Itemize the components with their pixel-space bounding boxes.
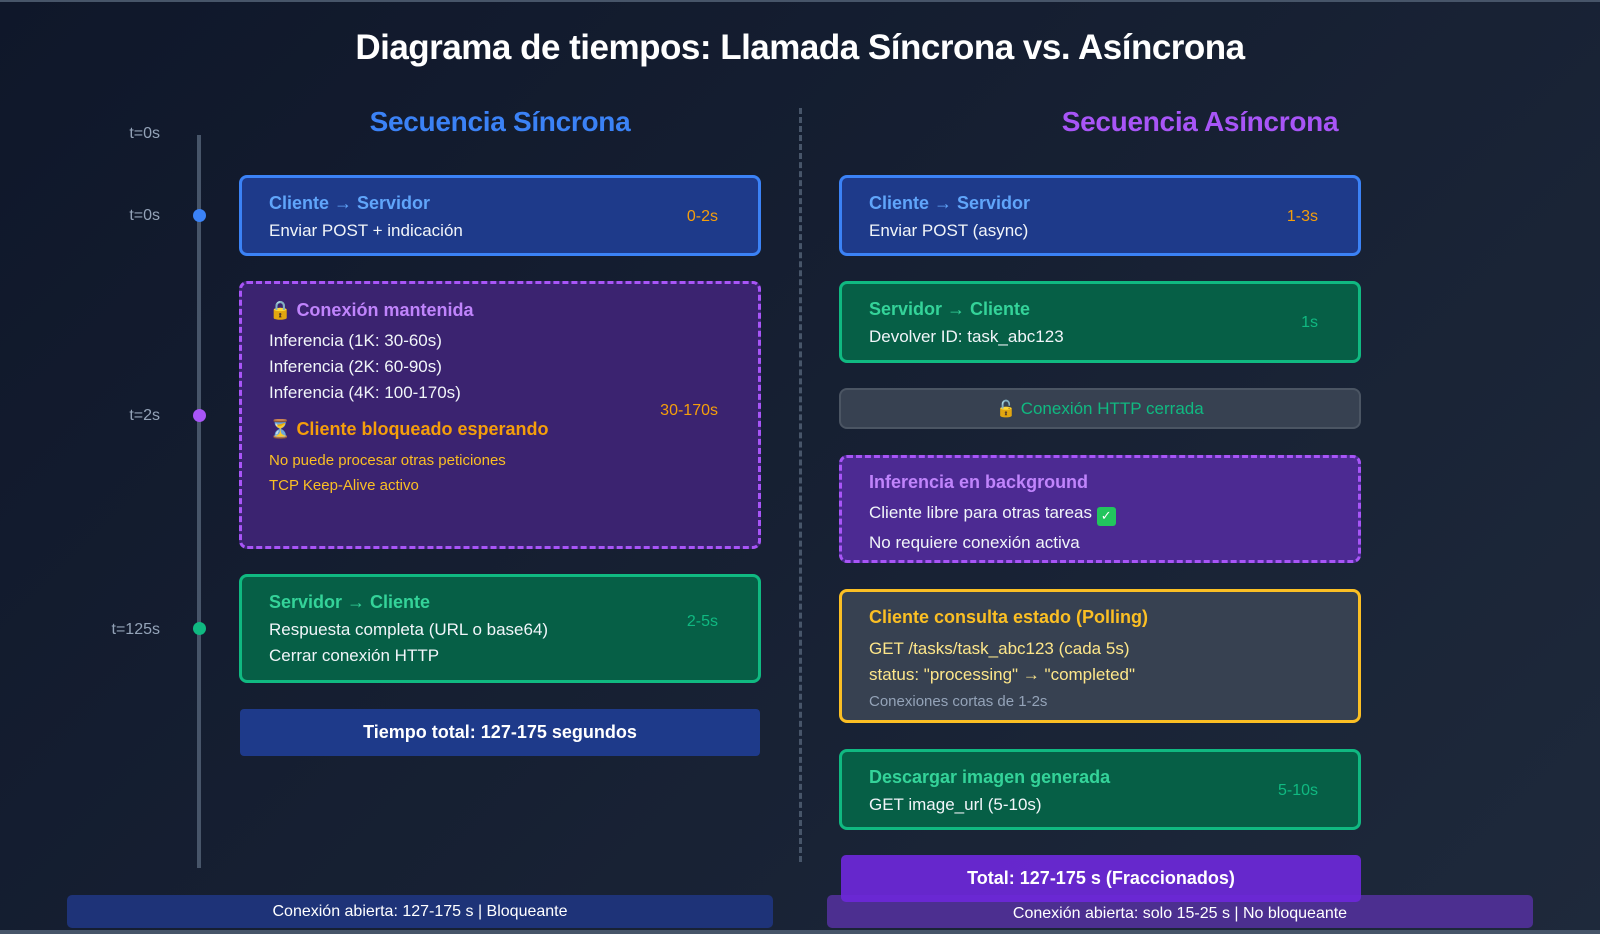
step-line: GET /tasks/task_abc123 (cada 5s) bbox=[869, 639, 1130, 658]
sync-step-connection-held: 🔒 Conexión mantenida Inferencia (1K: 30-… bbox=[239, 281, 761, 549]
step-note: Conexiones cortas de 1-2s bbox=[869, 693, 1048, 710]
timeline-dot-green bbox=[193, 622, 206, 635]
step-duration: 30-170s bbox=[660, 402, 718, 419]
async-step-download: Descargar imagen generada GET image_url … bbox=[839, 749, 1361, 830]
step-line: Enviar POST (async) bbox=[869, 221, 1029, 240]
step-heading: Cliente → Servidor bbox=[869, 193, 1031, 213]
timeline-tick-label: t=0s bbox=[129, 207, 160, 224]
step-heading: Cliente → Servidor bbox=[269, 193, 431, 213]
blocked-heading: Cliente bloqueado esperando bbox=[296, 419, 549, 439]
step-line: Cerrar conexión HTTP bbox=[269, 646, 440, 665]
connection-closed-label: Conexión HTTP cerrada bbox=[1020, 399, 1204, 418]
hourglass-icon: ⏳ bbox=[269, 419, 292, 440]
step-line: Devolver ID: task_abc123 bbox=[869, 327, 1064, 346]
timeline-axis bbox=[197, 135, 201, 868]
step-heading: Servidor → Cliente bbox=[269, 592, 431, 612]
step-line: GET image_url (5-10s) bbox=[869, 795, 1042, 814]
async-step-task-id: Servidor → Cliente Devolver ID: task_abc… bbox=[839, 281, 1361, 363]
step-duration: 5-10s bbox=[1277, 782, 1318, 799]
async-heading: Secuencia Asíncrona bbox=[1061, 106, 1339, 137]
async-background-inference: Inferencia en background Cliente libre p… bbox=[839, 455, 1361, 563]
step-heading: Cliente consulta estado (Polling) bbox=[869, 607, 1149, 627]
timeline-dot-blue bbox=[193, 209, 206, 222]
step-duration: 2-5s bbox=[686, 613, 718, 630]
timeline-start-label: t=0s bbox=[129, 125, 160, 142]
step-heading: Inferencia en background bbox=[869, 472, 1089, 492]
timeline-tick-label: t=125s bbox=[111, 621, 160, 638]
column-divider bbox=[799, 108, 802, 862]
async-connection-closed: 🔓 Conexión HTTP cerrada bbox=[839, 388, 1361, 429]
step-line: Inferencia (4K: 100-170s) bbox=[269, 383, 461, 402]
lock-icon: 🔒 bbox=[269, 300, 292, 321]
step-line: Enviar POST + indicación bbox=[269, 221, 463, 240]
unlock-icon: 🔓 bbox=[996, 399, 1017, 418]
step-line: Inferencia (1K: 30-60s) bbox=[269, 331, 442, 350]
async-polling: Cliente consulta estado (Polling) GET /t… bbox=[839, 589, 1361, 723]
step-heading: Descargar imagen generada bbox=[869, 767, 1111, 787]
async-banner-text: Conexión abierta: solo 15-25 s | No bloq… bbox=[1012, 905, 1348, 922]
step-heading: Servidor → Cliente bbox=[869, 299, 1031, 319]
step-line: No requiere conexión activa bbox=[869, 533, 1080, 552]
timeline-tick-label: t=2s bbox=[129, 407, 160, 424]
timeline-dot-purple bbox=[193, 409, 206, 422]
sync-step-response: Servidor → Cliente Respuesta completa (U… bbox=[239, 574, 761, 683]
blocked-line: TCP Keep-Alive activo bbox=[269, 477, 419, 494]
step-line: Cliente libre para otras tareas bbox=[869, 503, 1093, 522]
sync-heading: Secuencia Síncrona bbox=[369, 106, 631, 137]
step-duration: 1s bbox=[1301, 314, 1318, 331]
async-step-request: Cliente → Servidor Enviar POST (async) 1… bbox=[839, 175, 1361, 256]
blocked-line: No puede procesar otras peticiones bbox=[269, 452, 506, 469]
step-duration: 1-3s bbox=[1286, 208, 1318, 225]
step-line: status: "processing" → "completed" bbox=[869, 665, 1136, 684]
async-total-time: Total: 127-175 s (Fraccionados) bbox=[841, 855, 1361, 902]
step-line: Inferencia (2K: 60-90s) bbox=[269, 357, 442, 376]
check-icon: ✓ bbox=[1096, 507, 1116, 526]
step-duration: 0-2s bbox=[686, 208, 718, 225]
sync-step-request: Cliente → Servidor Enviar POST + indicac… bbox=[239, 175, 761, 256]
sync-total-time: Tiempo total: 127-175 segundos bbox=[240, 709, 760, 756]
page-title: Diagrama de tiempos: Llamada Síncrona vs… bbox=[355, 28, 1245, 67]
step-line: Respuesta completa (URL o base64) bbox=[269, 620, 549, 639]
sync-connection-banner: Conexión abierta: 127-175 s | Bloqueante bbox=[67, 895, 773, 928]
step-heading: Conexión mantenida bbox=[296, 300, 474, 320]
